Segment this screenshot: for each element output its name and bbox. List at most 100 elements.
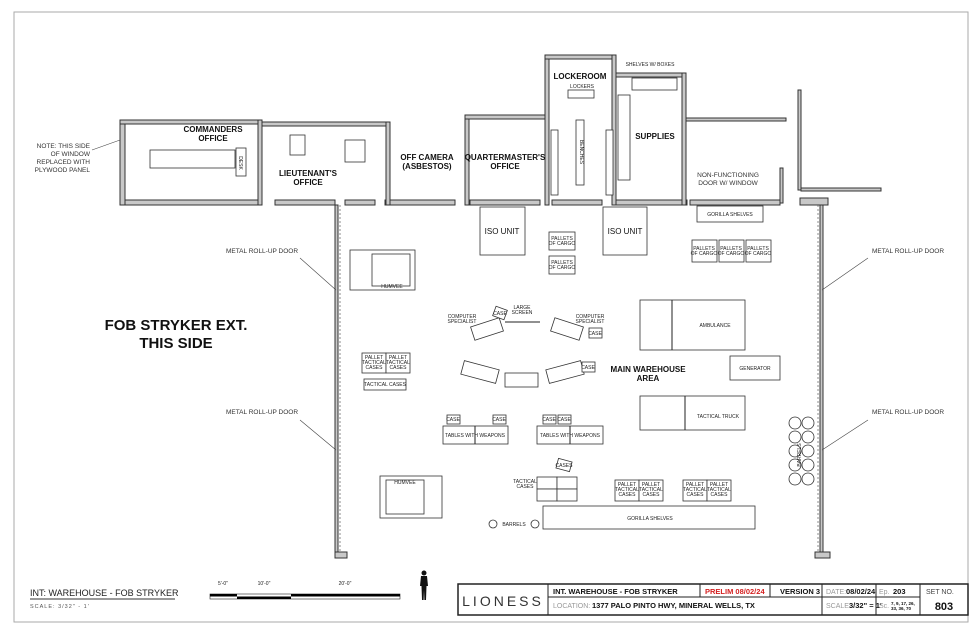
svg-text:Sc.: Sc. xyxy=(879,603,889,610)
generator: GENERATOR xyxy=(729,355,781,381)
shelves-boxes-label: SHELVES W/ BOXES xyxy=(626,62,675,68)
svg-text:ISO UNIT: ISO UNIT xyxy=(608,227,643,236)
svg-text:Ep.: Ep. xyxy=(879,589,890,596)
svg-text:TABLES WITH WEAPONS: TABLES WITH WEAPONS xyxy=(540,433,601,439)
svg-text:METAL ROLL-UP DOOR: METAL ROLL-UP DOOR xyxy=(226,409,298,416)
svg-text:ISO UNIT: ISO UNIT xyxy=(485,227,520,236)
svg-text:803: 803 xyxy=(935,601,953,613)
benches-label: BENCHES xyxy=(578,140,584,165)
svg-text:CASE: CASE xyxy=(588,331,602,337)
weapons-tables: CASE CASE TABLES WITH WEAPONS CASE CASE … xyxy=(442,414,604,445)
svg-text:10'-0": 10'-0" xyxy=(258,581,271,587)
svg-text:TABLES WITH WEAPONS: TABLES WITH WEAPONS xyxy=(445,433,506,439)
scale-bar: 5'-0" 10'-0" 20'-0" xyxy=(209,581,401,600)
gorilla-shelves-label: GORILLA SHELVES xyxy=(707,212,753,218)
drawing-title: INT: WAREHOUSE - FOB STRYKER xyxy=(30,588,179,598)
lockers-label: LOCKERS xyxy=(570,84,595,90)
shelves xyxy=(617,94,631,181)
room-off-camera: OFF CAMERA(ASBESTOS) xyxy=(400,153,454,171)
svg-text:7, 9, 17, 26,33, 36, 70: 7, 9, 17, 26,33, 36, 70 xyxy=(891,601,915,611)
lioness-logo: LIONESS xyxy=(462,593,544,609)
svg-text:GORILLA SHELVES: GORILLA SHELVES xyxy=(627,516,673,522)
iso-unit-left: ISO UNIT xyxy=(479,206,526,256)
svg-text:CASE: CASE xyxy=(446,417,460,423)
gorilla-shelves-top xyxy=(696,205,764,223)
svg-text:SCALE:: SCALE: xyxy=(826,603,851,610)
svg-text:CASE: CASE xyxy=(581,365,595,371)
svg-text:LOCATION:: LOCATION: xyxy=(553,603,590,610)
svg-text:PRELIM 08/02/24: PRELIM 08/02/24 xyxy=(705,587,765,596)
svg-text:CASES: CASES xyxy=(556,463,574,469)
svg-text:VERSION 3: VERSION 3 xyxy=(780,587,820,596)
drawing-scale: SCALE: 3/32" - 1' xyxy=(30,604,90,610)
svg-text:BARRELS: BARRELS xyxy=(502,522,526,528)
svg-text:CASE: CASE xyxy=(542,417,556,423)
svg-text:HUMVEE: HUMVEE xyxy=(381,284,403,290)
svg-text:DATE:: DATE: xyxy=(826,589,846,596)
walls xyxy=(119,54,882,559)
svg-text:20'-0": 20'-0" xyxy=(339,581,352,587)
room-supplies: SUPPLIES xyxy=(635,132,675,141)
svg-text:CASE: CASE xyxy=(557,417,571,423)
svg-text:08/02/24: 08/02/24 xyxy=(846,587,876,596)
tactical-truck: TACTICAL TRUCK xyxy=(639,395,746,431)
iso-unit-right: ISO UNIT xyxy=(602,206,648,256)
svg-text:AMBULANCE: AMBULANCE xyxy=(699,323,731,329)
sheet-frame xyxy=(13,11,969,623)
title-block: LIONESS INT. WAREHOUSE - FOB STRYKER PRE… xyxy=(457,583,969,616)
conference-table xyxy=(149,149,236,169)
svg-text:METAL ROLL-UP DOOR: METAL ROLL-UP DOOR xyxy=(872,248,944,255)
roll-up-door-labels: METAL ROLL-UP DOOR METAL ROLL-UP DOOR ME… xyxy=(226,248,944,451)
svg-text:1377 PALO PINTO HWY, MINERAL W: 1377 PALO PINTO HWY, MINERAL WELLS, TX xyxy=(592,601,755,610)
svg-text:HUMVEE: HUMVEE xyxy=(394,480,416,486)
gorilla-shelves-bottom: GORILLA SHELVES xyxy=(542,505,756,530)
ambulance: AMBULANCE xyxy=(639,299,746,351)
svg-text:TACTICAL TRUCK: TACTICAL TRUCK xyxy=(697,414,740,420)
humvee-top: HUMVEE xyxy=(349,249,416,291)
svg-text:5'-0": 5'-0" xyxy=(218,581,228,587)
lockers xyxy=(567,89,595,99)
svg-text:3/32" = 1': 3/32" = 1' xyxy=(849,601,882,610)
svg-text:BARRELS: BARRELS xyxy=(797,443,803,467)
svg-text:203: 203 xyxy=(893,587,906,596)
barrels: BARRELS BARRELS xyxy=(488,416,815,529)
svg-text:CASE: CASE xyxy=(492,417,506,423)
svg-text:SET NO.: SET NO. xyxy=(926,589,954,596)
room-lockeroom: LOCKEROOM xyxy=(554,72,607,81)
svg-text:METAL ROLL-UP DOOR: METAL ROLL-UP DOOR xyxy=(872,409,944,416)
svg-text:GENERATOR: GENERATOR xyxy=(739,366,771,372)
desk-label: DESK xyxy=(237,156,243,170)
svg-text:INT. WAREHOUSE - FOB STRYKER: INT. WAREHOUSE - FOB STRYKER xyxy=(553,587,678,596)
fob-exterior-label: FOB STRYKER EXT.THIS SIDE xyxy=(105,317,248,352)
person-silhouette-icon xyxy=(420,570,428,600)
benches xyxy=(575,119,585,186)
svg-text:TACTICAL CASES: TACTICAL CASES xyxy=(364,382,407,388)
svg-text:CASE: CASE xyxy=(493,311,507,317)
